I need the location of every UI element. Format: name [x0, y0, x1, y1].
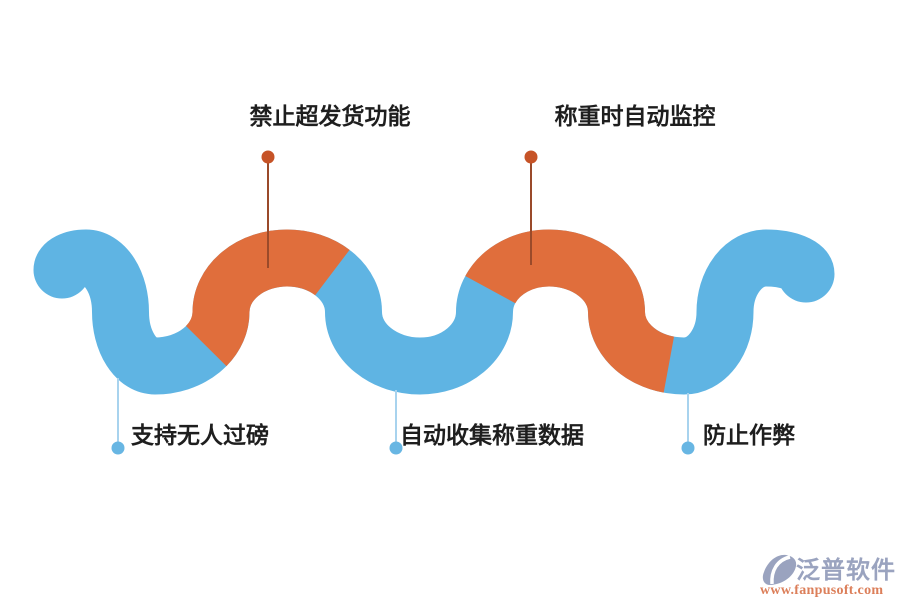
callout-dot: [111, 441, 125, 455]
callout-bottom-auto-collect-data: 自动收集称重数据: [389, 390, 584, 455]
feature-label-prevent-cheating: 防止作弊: [703, 422, 795, 448]
wave-ribbon-blue: [33, 229, 835, 395]
callout-dot: [389, 441, 403, 455]
brand-name: 泛普软件: [796, 556, 896, 584]
brand-swirl-icon-cut: [770, 555, 791, 585]
callout-bottom-unmanned-weighing: 支持无人过磅: [111, 378, 269, 455]
feature-label-auto-collect-data: 自动收集称重数据: [400, 422, 584, 448]
callout-dot: [681, 441, 695, 455]
brand-logo: 泛普软件 www.fanpusoft.com: [760, 554, 896, 598]
callout-dot: [524, 150, 538, 164]
feature-label-forbid-overshipment: 禁止超发货功能: [250, 103, 411, 129]
brand-swirl-icon: [762, 554, 797, 585]
callout-top-auto-monitor: 称重时自动监控: [524, 103, 716, 265]
callout-bottom-prevent-cheating: 防止作弊: [681, 393, 795, 455]
feature-label-auto-monitor: 称重时自动监控: [555, 103, 716, 129]
callout-dot: [261, 150, 275, 164]
callout-top-forbid-overshipment: 禁止超发货功能: [250, 103, 411, 268]
feature-label-unmanned-weighing: 支持无人过磅: [130, 422, 269, 448]
brand-url: www.fanpusoft.com: [760, 583, 883, 598]
